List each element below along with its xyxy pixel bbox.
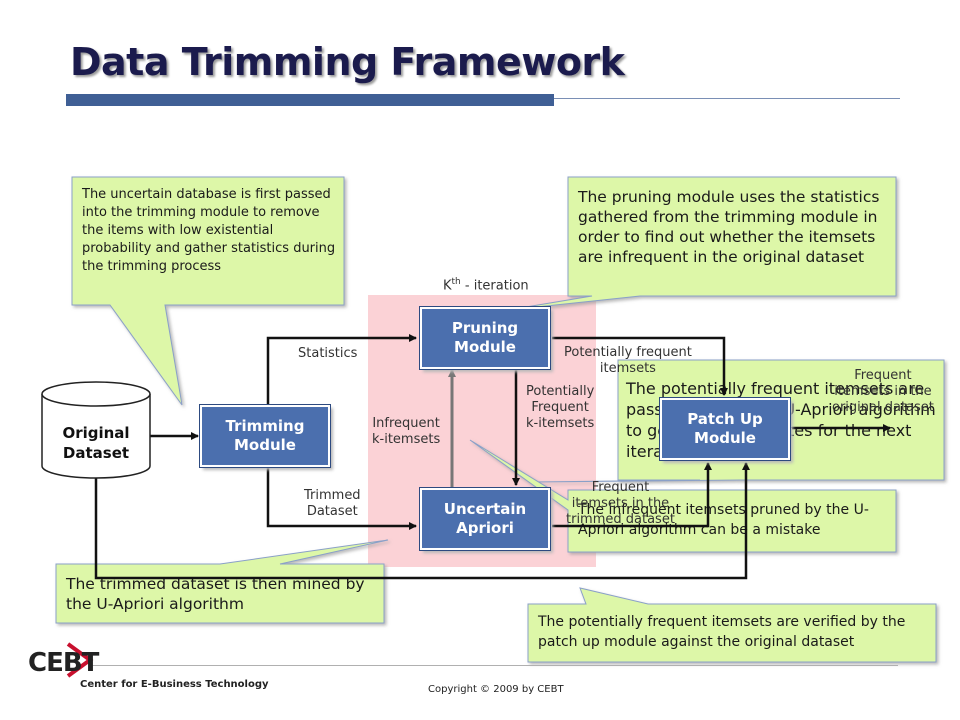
callout-trimming-text: The uncertain database is first passed i… xyxy=(82,187,336,274)
arrow-trimming-to-apriori xyxy=(266,468,417,530)
callout-pruning-text: The pruning module uses the statistics g… xyxy=(578,188,880,266)
copyright-text: Copyright © 2009 by CEBT xyxy=(428,684,564,695)
arrow-apriori-to-patchup xyxy=(552,462,712,528)
arrow-pruning-to-patchup xyxy=(552,336,728,396)
original-dataset-label: Original Dataset xyxy=(62,424,130,462)
cebt-logo-icon xyxy=(66,642,94,678)
potentially-frequent-itemsets-label: Potentially frequent itemsets xyxy=(564,345,692,376)
frequent-itemsets-original-label: Frequent itemsets in the original datase… xyxy=(832,368,934,415)
trimmed-dataset-label: Trimmed Dataset xyxy=(304,488,361,519)
footer-rule xyxy=(90,665,898,666)
original-dataset-cylinder xyxy=(41,381,151,479)
org-name: Center for E-Business Technology xyxy=(80,679,269,690)
arrow-trimming-to-pruning xyxy=(266,334,417,405)
callout-trimmed-shape xyxy=(55,539,389,624)
callout-verified-shape xyxy=(527,587,937,663)
callout-infrequent-shape xyxy=(469,439,897,553)
cebt-logo-text: CEBT xyxy=(28,648,99,678)
potentially-frequent-k-itemsets-label: Potentially Frequent k-itemsets xyxy=(526,384,595,431)
page-title: Data Trimming Framework xyxy=(70,40,625,84)
callout-trimming-shape xyxy=(71,176,345,406)
iteration-label: Kth - iteration xyxy=(443,277,529,294)
arrow-original-to-patchup xyxy=(94,462,750,580)
infrequent-k-itemsets-label: Infrequent k-itemsets xyxy=(372,416,441,447)
callout-trimmed-text: The trimmed dataset is then mined by the… xyxy=(66,575,365,613)
statistics-label: Statistics xyxy=(298,346,358,361)
callout-verified-text: The potentially frequent itemsets are ve… xyxy=(538,614,906,650)
title-underline-rule xyxy=(554,98,900,99)
frequent-itemsets-trimmed-label: Frequent itemsets in the trimmed dataset xyxy=(566,480,675,527)
callout-pruning-shape xyxy=(507,176,897,311)
title-underline-bar xyxy=(66,94,554,106)
